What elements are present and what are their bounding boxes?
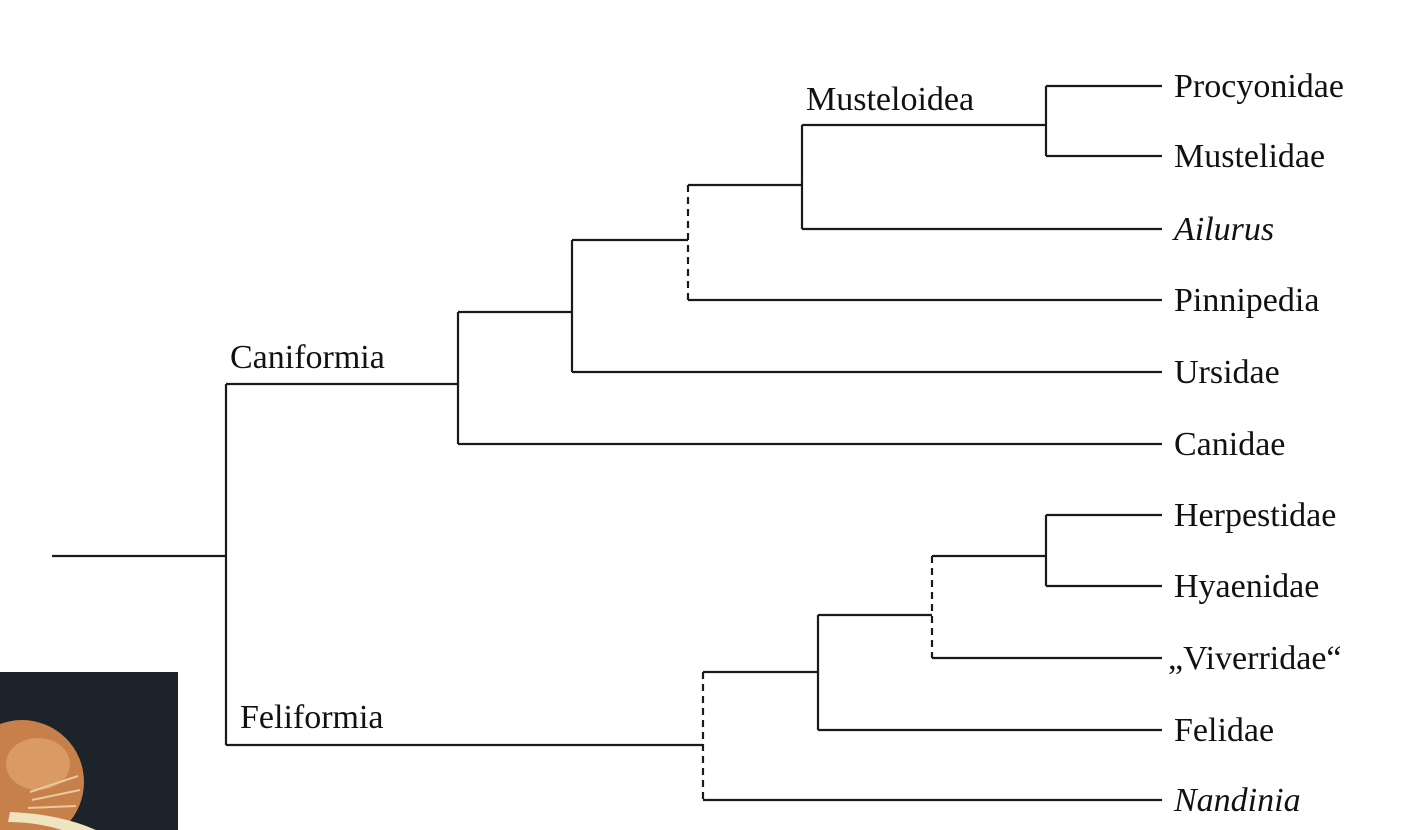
clade-label-musteloidea: Musteloidea bbox=[806, 81, 974, 118]
taxon-label-pinnipedia: Pinnipedia bbox=[1174, 282, 1319, 319]
taxon-label-ailurus: Ailurus bbox=[1172, 211, 1274, 248]
taxon-label-felidae: Felidae bbox=[1174, 712, 1274, 749]
taxon-label-nandinia: Nandinia bbox=[1173, 782, 1301, 819]
taxon-label-herpestidae: Herpestidae bbox=[1174, 497, 1336, 534]
animal-photo-thumbnail bbox=[0, 672, 178, 830]
taxon-label-procyonidae: Procyonidae bbox=[1174, 68, 1344, 105]
taxon-label-ursidae: Ursidae bbox=[1174, 354, 1280, 391]
taxon-label-viverridae: „Viverridae“ bbox=[1168, 640, 1342, 677]
taxon-label-canidae: Canidae bbox=[1174, 426, 1285, 463]
clade-label-caniformia: Caniformia bbox=[230, 339, 385, 376]
taxon-label-hyaenidae: Hyaenidae bbox=[1174, 568, 1319, 605]
clade-label-feliformia: Feliformia bbox=[240, 699, 384, 736]
taxon-label-mustelidae: Mustelidae bbox=[1174, 138, 1325, 175]
